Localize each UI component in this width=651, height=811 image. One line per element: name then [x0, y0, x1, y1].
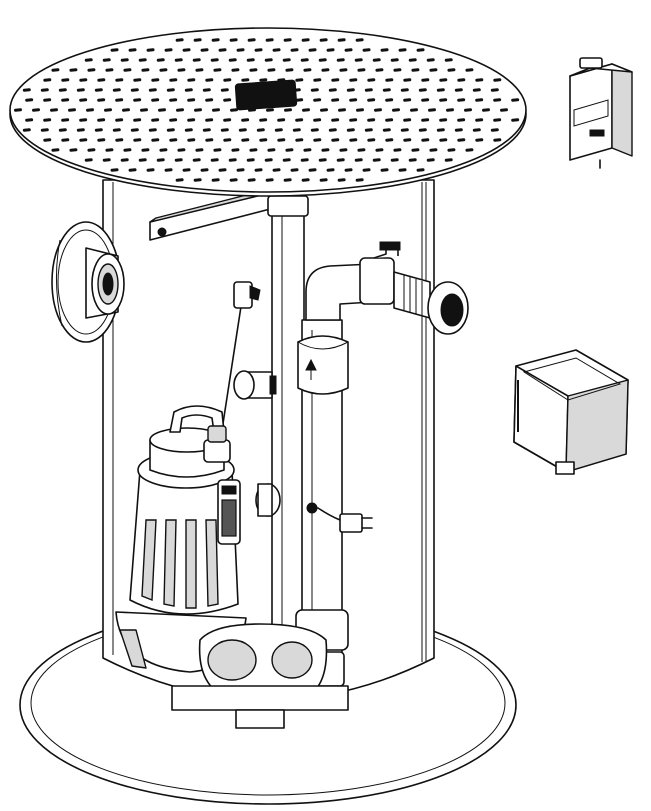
perforated-basin-lid-icon [9, 27, 527, 197]
power-plug-icon [306, 502, 373, 533]
lid-perforations [14, 38, 520, 182]
submersible-pump-icon [115, 405, 247, 673]
control-box-icon [569, 57, 633, 169]
alarm-panel-icon [513, 349, 629, 475]
check-valve-icon [297, 335, 349, 395]
ball-valve-icon [305, 241, 469, 335]
inlet-hub-icon [51, 221, 125, 343]
pump-volute [171, 623, 349, 729]
float-switch-icon [221, 281, 277, 431]
level-sensor [255, 483, 281, 517]
